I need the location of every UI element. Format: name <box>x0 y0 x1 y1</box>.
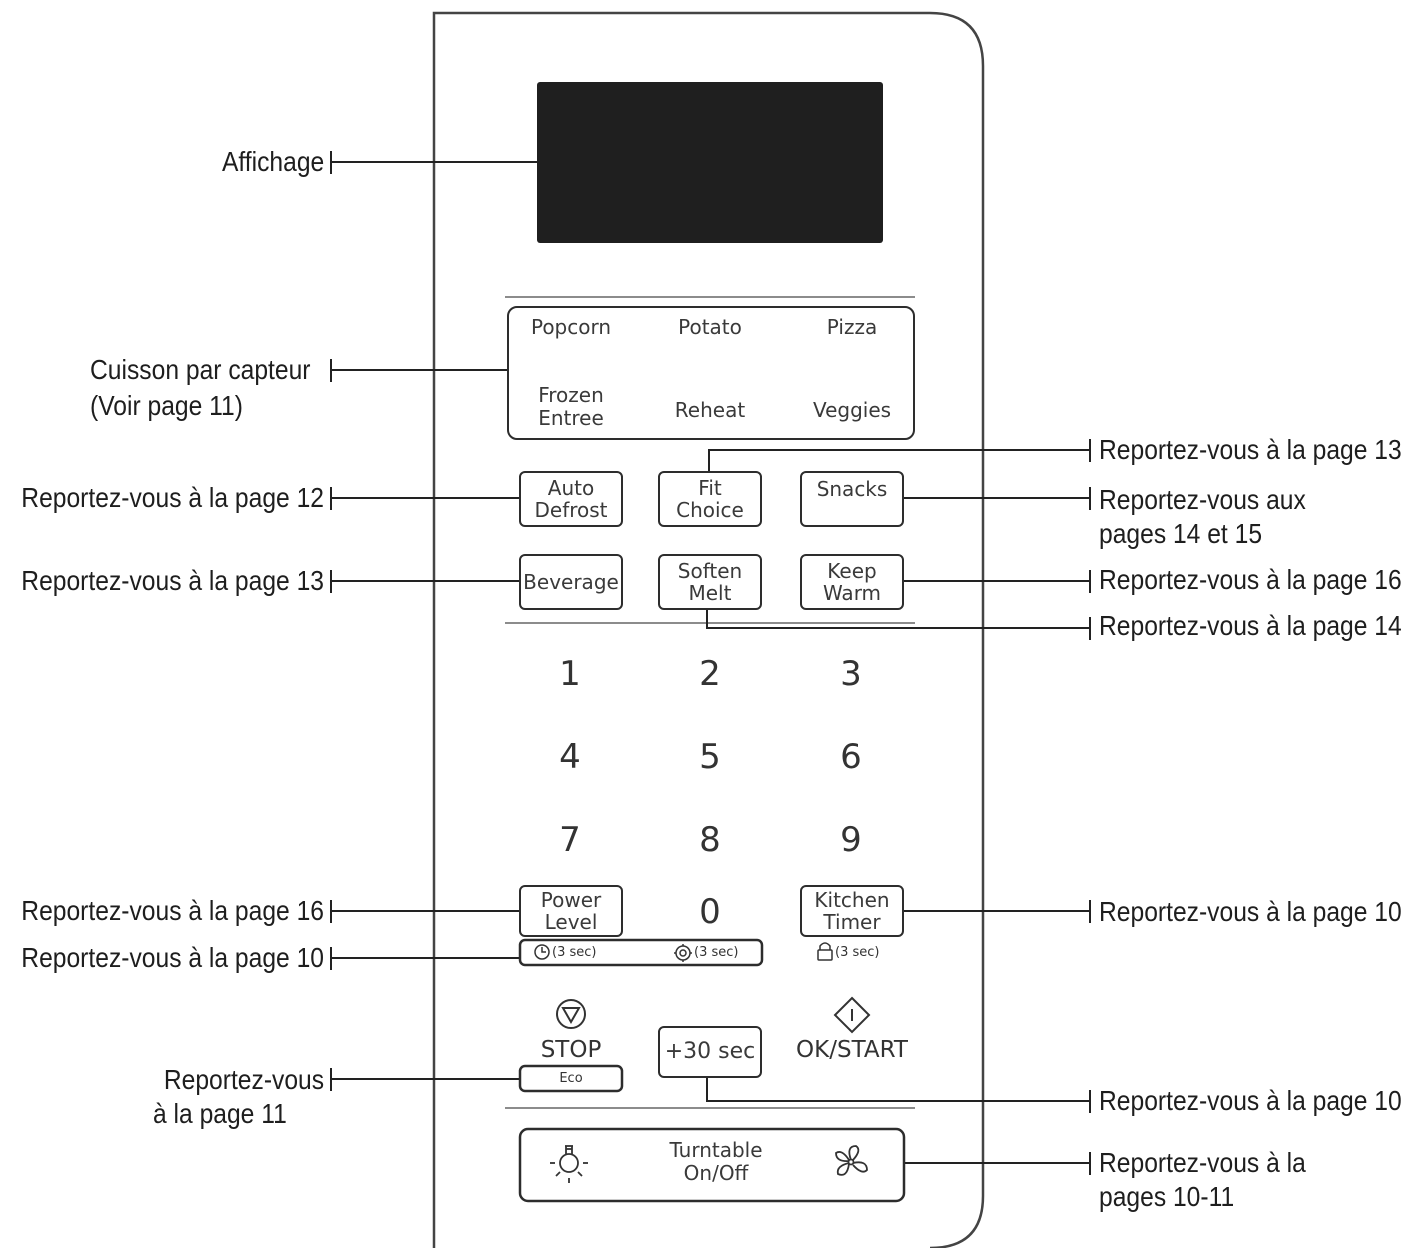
callout-beverage: Reportez-vous à la page 13 <box>21 565 324 596</box>
leader-plus30 <box>706 1076 1090 1102</box>
key-4[interactable]: 4 <box>559 737 581 777</box>
gear-icon <box>674 944 692 962</box>
callout-eco-line1: Reportez-vous <box>163 1064 324 1095</box>
plus-30-sec-button[interactable]: +30 sec <box>658 1026 762 1078</box>
frozen-entree-button[interactable]: Frozen Entree <box>538 383 604 430</box>
stop-triangle-icon <box>556 999 586 1029</box>
callout-eco-line2: à la page 11 <box>153 1098 287 1129</box>
beverage-button[interactable]: Beverage <box>519 554 623 610</box>
callout-snacks-line2: pages 14 et 15 <box>1099 518 1263 549</box>
reheat-button[interactable]: Reheat <box>674 398 746 422</box>
fit-choice-button[interactable]: Fit Choice <box>658 471 762 527</box>
kitchen-timer-button[interactable]: Kitchen Timer <box>800 885 904 937</box>
key-8[interactable]: 8 <box>699 820 721 860</box>
ok-start-button[interactable]: OK/START <box>796 1037 908 1063</box>
soften-melt-button[interactable]: Soften Melt <box>658 554 762 610</box>
callout-keep-warm: Reportez-vous à la page 16 <box>1099 564 1402 595</box>
leader-fit-choice <box>708 449 1090 472</box>
light-bulb-icon <box>550 1145 588 1183</box>
callout-snacks-line1: Reportez-vous aux <box>1099 484 1306 515</box>
popcorn-button[interactable]: Popcorn <box>530 315 612 339</box>
leader-soften-melt <box>706 608 1090 629</box>
settings-hold-label: (3 sec) <box>694 945 739 960</box>
callout-plus30: Reportez-vous à la page 10 <box>1099 1085 1402 1116</box>
clock-settings-pill <box>518 938 764 967</box>
sensor-cook-group <box>507 306 915 440</box>
stop-button[interactable]: STOP <box>540 1037 602 1063</box>
potato-button[interactable]: Potato <box>678 315 742 339</box>
auto-defrost-button[interactable]: Auto Defrost <box>519 471 623 527</box>
clock-hold-label: (3 sec) <box>552 945 597 960</box>
start-diamond-icon <box>833 996 871 1034</box>
pizza-button[interactable]: Pizza <box>826 315 878 339</box>
callout-power-level: Reportez-vous à la page 16 <box>21 895 324 926</box>
lock-icon <box>817 942 833 961</box>
callout-auto-defrost: Reportez-vous à la page 12 <box>21 482 324 513</box>
turntable-button[interactable]: Turntable On/Off <box>669 1138 763 1185</box>
callout-clock-row: Reportez-vous à la page 10 <box>21 942 324 973</box>
key-3[interactable]: 3 <box>840 654 862 694</box>
display-screen <box>537 82 883 243</box>
key-7[interactable]: 7 <box>559 820 581 860</box>
key-1[interactable]: 1 <box>559 654 581 694</box>
callout-bottom-line1: Reportez-vous à la <box>1099 1147 1306 1178</box>
callout-bottom-line2: pages 10-11 <box>1099 1181 1235 1212</box>
keep-warm-button[interactable]: Keep Warm <box>800 554 904 610</box>
key-6[interactable]: 6 <box>840 737 862 777</box>
fan-icon <box>835 1145 868 1176</box>
key-2[interactable]: 2 <box>699 654 721 694</box>
turntable-bar-outline <box>518 1127 906 1203</box>
callout-soften-melt: Reportez-vous à la page 14 <box>1099 610 1402 641</box>
power-level-button[interactable]: Power Level <box>519 885 623 937</box>
key-0[interactable]: 0 <box>699 892 721 932</box>
callout-display: Affichage <box>221 146 324 177</box>
eco-button-outline <box>518 1064 624 1093</box>
snacks-button[interactable]: Snacks <box>800 471 904 527</box>
key-9[interactable]: 9 <box>840 820 862 860</box>
callout-kitchen-timer: Reportez-vous à la page 10 <box>1099 896 1402 927</box>
callout-sensor-line2: (Voir page 11) <box>90 390 243 421</box>
clock-icon <box>534 944 550 960</box>
callout-fit-choice: Reportez-vous à la page 13 <box>1099 434 1402 465</box>
light-button[interactable] <box>536 1139 602 1191</box>
veggies-button[interactable]: Veggies <box>812 398 892 422</box>
fan-button[interactable] <box>818 1139 884 1191</box>
key-5[interactable]: 5 <box>699 737 721 777</box>
lock-hold-label: (3 sec) <box>835 945 880 960</box>
eco-button[interactable]: Eco <box>559 1071 583 1086</box>
panel-outline <box>432 11 985 1248</box>
callout-sensor-line1: Cuisson par capteur <box>90 354 311 385</box>
